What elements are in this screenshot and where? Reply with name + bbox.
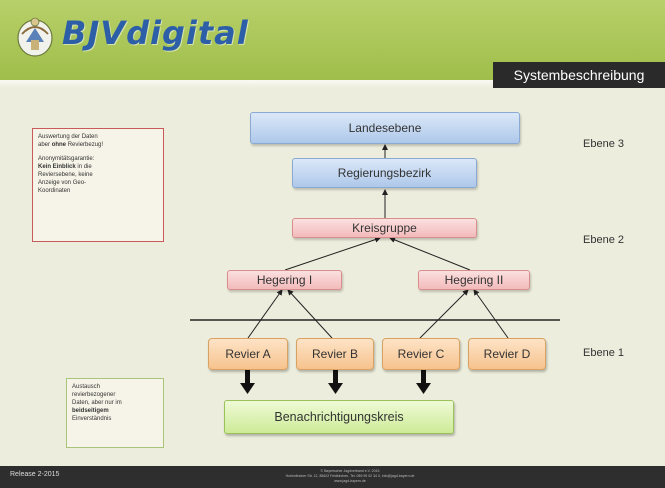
bjv-crest-icon xyxy=(17,17,53,57)
header-divider xyxy=(0,80,493,88)
connector-revb-heg1 xyxy=(287,289,333,339)
note-anonymity: Auswertung der Daten aber ohne Revierbez… xyxy=(32,128,164,242)
connector-heg2-kreis xyxy=(389,237,471,271)
note-anonymity-intro: Auswertung der Daten aber ohne Revierbez… xyxy=(38,134,104,148)
node-hegering-2: Hegering II xyxy=(418,270,530,290)
node-regierungsbezirk: Regierungsbezirk xyxy=(292,158,477,188)
node-kreisgruppe: Kreisgruppe xyxy=(292,218,477,238)
level-label-3: Ebene 3 xyxy=(583,138,624,150)
note-exchange: Austausch revierbezogener Daten, aber nu… xyxy=(66,378,164,448)
note-anonymity-guarantee: Anonymitätsgarantie: Kein Einblick in di… xyxy=(38,156,95,194)
down-arrow-c xyxy=(416,370,431,394)
release-label: Release 2-2015 xyxy=(10,471,60,478)
node-revier-c: Revier C xyxy=(382,338,460,370)
node-revier-b: Revier B xyxy=(296,338,374,370)
connector-heg1-kreis xyxy=(284,236,381,271)
level-label-1: Ebene 1 xyxy=(583,347,624,359)
down-arrow-b xyxy=(328,370,343,394)
logo-text: BJVdigital xyxy=(62,14,249,52)
connector-reva-heg1 xyxy=(247,289,283,339)
node-benachrichtigungskreis: Benachrichtigungskreis xyxy=(224,400,454,434)
node-hegering-1: Hegering I xyxy=(227,270,342,290)
connector-revd-heg2 xyxy=(473,289,509,339)
level-label-2: Ebene 2 xyxy=(583,234,624,246)
footer-bar: Release 2-2015 © Bayerischer Jagdverband… xyxy=(0,466,665,488)
page-subtitle: Systembeschreibung xyxy=(493,62,665,88)
node-revier-a: Revier A xyxy=(208,338,288,370)
down-arrow-a xyxy=(240,370,255,394)
node-landesebene: Landesebene xyxy=(250,112,520,144)
header-banner: BJVdigital xyxy=(0,0,665,80)
connector-revc-heg2 xyxy=(419,289,469,339)
footer-fine-print: © Bayerischer Jagdverband e.V. 2015 Hohe… xyxy=(285,469,415,483)
node-revier-d: Revier D xyxy=(468,338,546,370)
